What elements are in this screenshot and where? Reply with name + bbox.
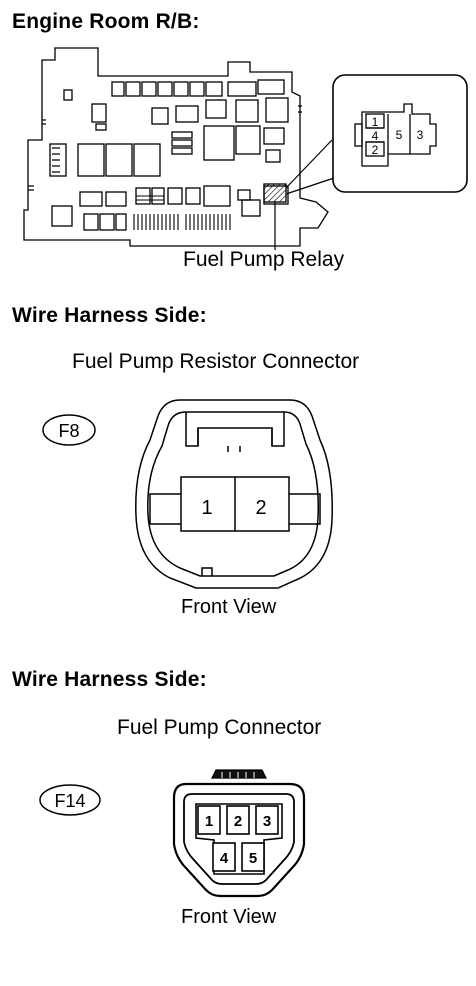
relay-pin-1: 1	[372, 115, 379, 129]
engine-room-heading: Engine Room R/B:	[12, 10, 200, 33]
resistor-pin-1: 1	[201, 497, 212, 519]
relay-pin-5: 5	[396, 128, 403, 142]
pump-pin-2: 2	[234, 813, 242, 830]
fuel-pump-relay-label: Fuel Pump Relay	[183, 248, 345, 271]
pump-pin-3: 3	[263, 813, 271, 830]
resistor-pin-2: 2	[255, 497, 266, 519]
fuel-pump-relay-highlight	[263, 183, 287, 203]
resistor-connector-title: Fuel Pump Resistor Connector	[72, 350, 360, 373]
resistor-code: F8	[58, 421, 79, 441]
pump-front-view-label: Front View	[181, 906, 277, 928]
relay-pin-3: 3	[417, 128, 424, 142]
pump-code: F14	[54, 791, 85, 811]
resistor-front-view-label: Front View	[181, 596, 277, 618]
wire-harness-heading-2: Wire Harness Side:	[12, 668, 207, 691]
relay-pin-2: 2	[372, 143, 379, 157]
pump-connector-title: Fuel Pump Connector	[117, 716, 322, 739]
pump-pin-4: 4	[220, 850, 229, 867]
pump-pin-1: 1	[205, 813, 213, 830]
relay-callout-box	[332, 74, 468, 193]
pump-code-badge	[39, 784, 101, 816]
resistor-code-badge	[42, 414, 96, 446]
relay-pin-4: 4	[372, 129, 379, 143]
wire-harness-heading-1: Wire Harness Side:	[12, 304, 207, 327]
pump-pin-5: 5	[249, 850, 257, 867]
relay-box-diagram: 1 4 2 5 3	[23, 47, 468, 250]
